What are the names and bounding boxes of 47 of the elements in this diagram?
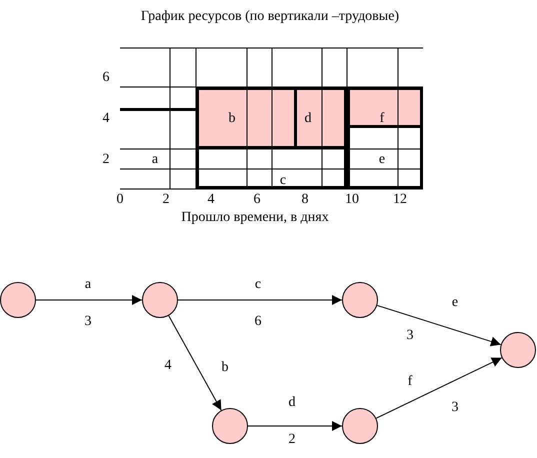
band-label: b — [228, 112, 236, 126]
duration-label: 2 — [288, 433, 296, 447]
resource-band — [297, 87, 347, 149]
band-label: c — [280, 174, 286, 188]
arrow — [168, 315, 222, 411]
axis-tick-label: 6 — [254, 193, 260, 207]
axis-tick-label: 4 — [208, 193, 214, 207]
duration-label: 3 — [406, 329, 414, 343]
event-circle — [212, 408, 248, 444]
band-label: d — [304, 112, 312, 126]
axis-tick-label: 12 — [393, 193, 407, 207]
band-label: e — [378, 153, 386, 167]
resource-band — [196, 149, 347, 189]
arrow — [36, 295, 142, 305]
event-circle — [0, 282, 36, 318]
axis-tick-label: 4 — [102, 112, 110, 126]
duration-label: 3 — [84, 315, 92, 329]
edge-label: e — [452, 296, 458, 310]
axis-title: Прошло времени, в днях — [181, 211, 329, 225]
axis-tick-label: 6 — [102, 71, 110, 85]
event-circle — [342, 282, 378, 318]
resource-band — [347, 87, 423, 128]
edge-label: c — [254, 278, 262, 292]
axis-tick-label: 2 — [162, 193, 170, 207]
axis-tick-label: 8 — [302, 193, 308, 207]
band-label: f — [380, 112, 384, 126]
event-circle — [342, 408, 378, 444]
axis-tick-label: 0 — [116, 193, 124, 207]
arrow — [376, 357, 502, 419]
edge-label: b — [222, 361, 228, 375]
duration-label: 6 — [254, 315, 262, 329]
arrow — [178, 295, 342, 305]
axis-tick-label: 2 — [102, 153, 110, 167]
arrow — [376, 304, 502, 346]
edge-label: a — [84, 278, 92, 292]
edge-label: f — [408, 375, 412, 389]
band-label: a — [152, 153, 158, 167]
resource-band — [196, 87, 297, 149]
resource-band — [347, 128, 423, 189]
duration-label: 4 — [164, 359, 172, 373]
axis-tick-label: 10 — [345, 193, 359, 207]
chart-title: График ресурсов (по вертикали –трудовые) — [140, 10, 400, 24]
duration-label: 3 — [452, 401, 458, 415]
event-circle — [500, 332, 536, 368]
event-circle — [142, 282, 178, 318]
arrow — [248, 421, 342, 431]
edge-label: d — [288, 396, 296, 410]
